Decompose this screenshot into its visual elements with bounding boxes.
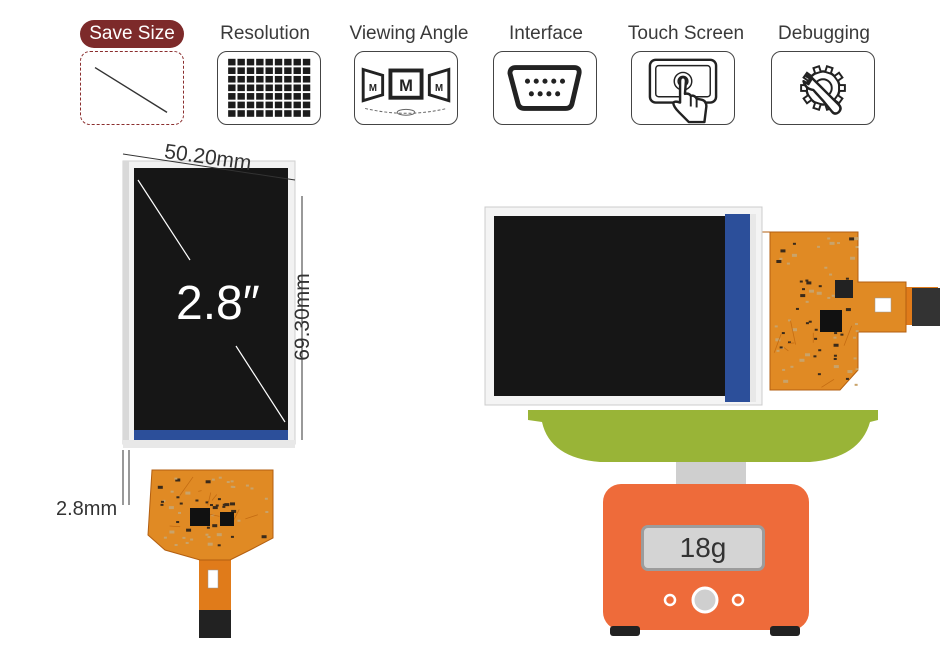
viewing-angle-letter-center: M: [399, 76, 413, 95]
tab-resolution[interactable]: [217, 51, 321, 125]
tab-save-size[interactable]: [80, 51, 184, 125]
tab-debugging-label[interactable]: Debugging: [778, 23, 870, 44]
diagonal-line-icon: [94, 66, 168, 113]
thickness-dimension-label: 2.8mm: [56, 498, 118, 520]
viewing-angle-letter-left: M: [369, 83, 377, 94]
scale-weight-display: 18g: [641, 525, 765, 571]
tab-touch-screen-label[interactable]: Touch Screen: [627, 23, 745, 44]
tab-debugging[interactable]: [771, 51, 875, 125]
tab-touch-screen[interactable]: [631, 51, 735, 125]
diagonal-size-label: 2.8″: [176, 277, 260, 330]
height-dimension-label: 69.30mm: [291, 273, 314, 361]
viewing-angle-icon: M M M: [361, 67, 451, 116]
pixel-grid-icon: [228, 58, 311, 117]
tab-interface[interactable]: [493, 51, 597, 125]
gear-wrench-icon: [800, 65, 846, 115]
touch-hand-icon: [648, 58, 718, 124]
scale-with-lcd-module: [484, 206, 940, 636]
lcd-module-front-view: [122, 153, 303, 638]
viewing-angle-letter-right: M: [435, 83, 443, 94]
tab-save-size-label[interactable]: Save Size: [80, 20, 184, 48]
tab-viewing-angle-label[interactable]: Viewing Angle: [349, 23, 469, 44]
tab-interface-label[interactable]: Interface: [509, 23, 583, 44]
tab-resolution-label[interactable]: Resolution: [220, 23, 310, 44]
tab-viewing-angle[interactable]: M M M: [354, 51, 458, 125]
serial-connector-icon: [507, 65, 582, 111]
